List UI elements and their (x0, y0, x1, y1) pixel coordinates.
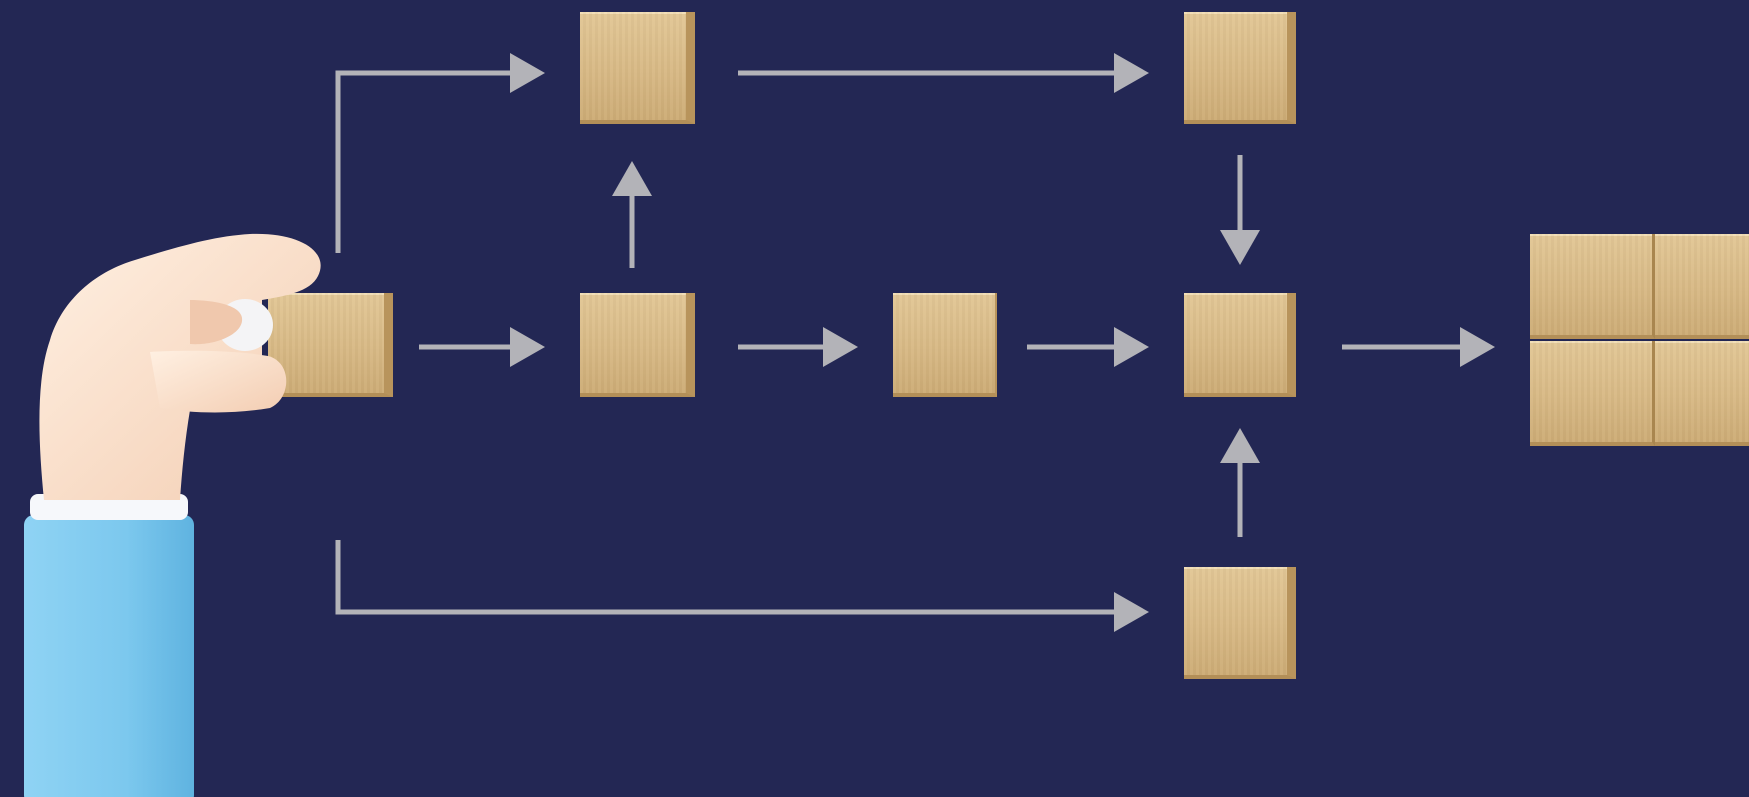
wooden-block-middle-2 (893, 293, 997, 397)
wooden-block-output-2 (1655, 234, 1749, 339)
arrow-start-to-top1 (335, 53, 545, 253)
wooden-block-output-3 (1530, 341, 1655, 446)
wooden-block-output-1 (1530, 234, 1655, 339)
index-finger (150, 350, 287, 413)
wooden-block-middle-1 (580, 293, 695, 397)
wooden-block-merge (1184, 293, 1296, 397)
wooden-block-top-2 (1184, 12, 1296, 124)
shirt-cuff (30, 494, 188, 520)
wooden-block-bottom (1184, 567, 1296, 679)
wooden-block-top-1 (580, 12, 695, 124)
arrow-start-to-bottom (335, 540, 1149, 632)
wooden-block-output-4 (1655, 341, 1749, 446)
wooden-block-start[interactable] (268, 293, 393, 397)
curled-finger (190, 300, 243, 345)
sleeve (24, 515, 194, 797)
